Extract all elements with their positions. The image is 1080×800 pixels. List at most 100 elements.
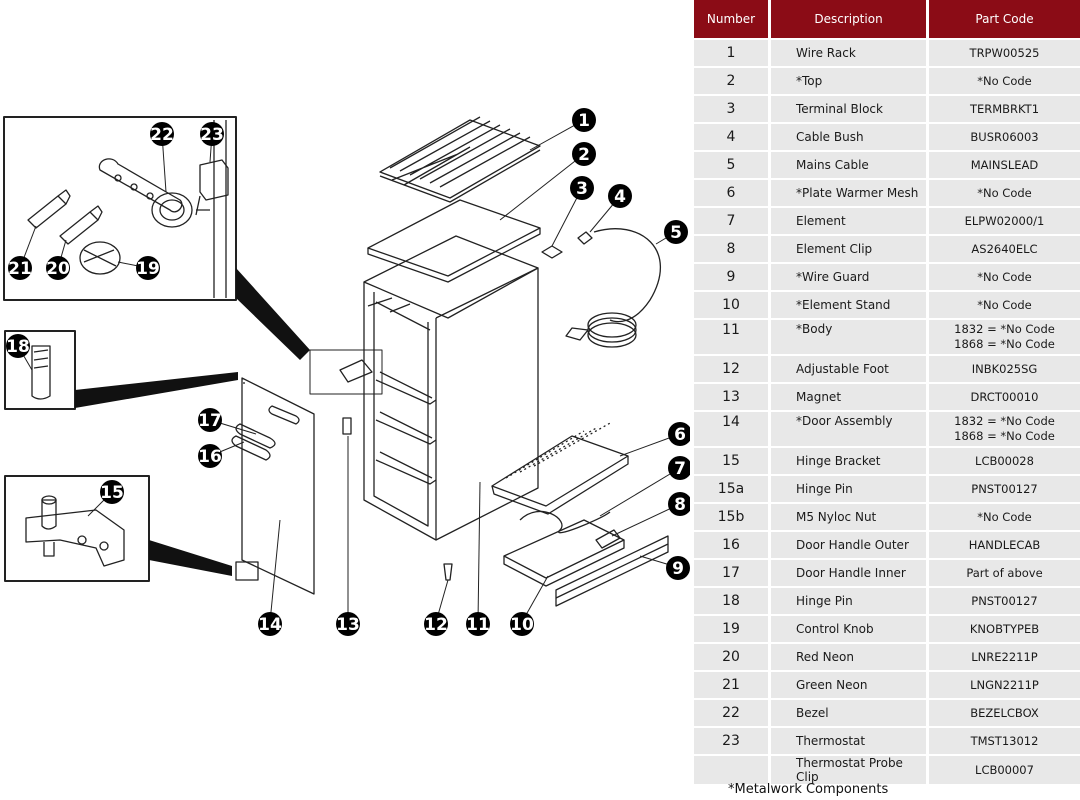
part-number: 15: [694, 448, 771, 474]
inset-hinge-bracket: [4, 475, 150, 582]
part-code-line: TERMBRKT1: [969, 101, 1040, 116]
part-code: LNGN2211P: [929, 672, 1080, 698]
part-code-line: 1832 = *No Code: [954, 414, 1055, 428]
part-number: 10: [694, 292, 771, 318]
callout-12: 12: [424, 612, 448, 636]
part-number: 2: [694, 68, 771, 94]
part-number: 15b: [694, 504, 771, 530]
part-code: PNST00127: [929, 476, 1080, 502]
part-code-line: 1868 = *No Code: [954, 337, 1055, 351]
part-description: Cable Bush: [771, 124, 929, 150]
callout-18: 18: [6, 334, 30, 358]
part-description: Hinge Bracket: [771, 448, 929, 474]
part-description: *Door Assembly: [771, 412, 929, 446]
part-code-line: LNRE2211P: [971, 649, 1038, 664]
part-code: *No Code: [929, 292, 1080, 318]
callout-4: 4: [608, 184, 632, 208]
element-stand: [503, 519, 625, 587]
part-description: *Element Stand: [771, 292, 929, 318]
part-number: 9: [694, 264, 771, 290]
part-description: Adjustable Foot: [771, 356, 929, 382]
hinge-bracket-icon: [25, 509, 125, 567]
callout-7: 7: [668, 456, 690, 480]
svg-text:5: 5: [670, 223, 682, 243]
part-number: 14: [694, 412, 771, 446]
header-description: Description: [771, 0, 929, 38]
part-code-line: Part of above: [966, 565, 1043, 580]
table-row: 9*Wire Guard*No Code: [694, 264, 1080, 290]
inset-control-panel: [3, 116, 237, 301]
part-number: 16: [694, 532, 771, 558]
control-panel: [339, 359, 373, 383]
header-part-code: Part Code: [929, 0, 1080, 38]
part-number: 15a: [694, 476, 771, 502]
part-code-line: *No Code: [977, 185, 1032, 200]
svg-text:4: 4: [614, 187, 626, 207]
mains-cable: [565, 228, 662, 348]
part-code-line: INBK025SG: [971, 361, 1038, 376]
callout-23: 23: [200, 122, 224, 146]
part-code: BUSR06003: [929, 124, 1080, 150]
part-code: *No Code: [929, 68, 1080, 94]
door-assembly: [235, 377, 315, 595]
part-number: 7: [694, 208, 771, 234]
part-description: Hinge Pin: [771, 588, 929, 614]
part-number: [694, 756, 771, 784]
callout-19: 19: [136, 256, 160, 280]
part-description: Control Knob: [771, 616, 929, 642]
part-description: Element Clip: [771, 236, 929, 262]
svg-text:13: 13: [336, 615, 360, 635]
part-number: 3: [694, 96, 771, 122]
part-code: BEZELCBOX: [929, 700, 1080, 726]
part-code-line: *No Code: [977, 297, 1032, 312]
part-number: 17: [694, 560, 771, 586]
part-code-line: BUSR06003: [970, 129, 1039, 144]
heating-element: [519, 510, 611, 534]
table-header-row: Number Description Part Code: [694, 0, 1080, 38]
part-code-line: HANDLECAB: [968, 537, 1041, 552]
callout-6: 6: [668, 422, 690, 446]
svg-text:19: 19: [136, 259, 160, 279]
part-code-line: PNST00127: [971, 481, 1038, 496]
svg-text:20: 20: [46, 259, 70, 279]
svg-text:2: 2: [578, 145, 590, 165]
thermostat-icon: [199, 159, 229, 201]
part-description: *Top: [771, 68, 929, 94]
diagram-svg: 1 2 3 4 5 6 7 8 9 10 11 12 13 14 15 16 1…: [3, 108, 690, 636]
svg-text:8: 8: [674, 495, 686, 515]
part-code: *No Code: [929, 264, 1080, 290]
part-code-line: *No Code: [977, 509, 1032, 524]
callout-21: 21: [8, 256, 32, 280]
bezel-icon: [151, 192, 193, 228]
part-code-line: 1868 = *No Code: [954, 429, 1055, 443]
part-code-line: 1832 = *No Code: [954, 322, 1055, 336]
part-code: LCB00028: [929, 448, 1080, 474]
part-code: TMST13012: [929, 728, 1080, 754]
svg-text:15: 15: [100, 483, 124, 503]
part-number: 6: [694, 180, 771, 206]
part-code-line: TMST13012: [970, 733, 1039, 748]
part-code: TERMBRKT1: [929, 96, 1080, 122]
table-row: 10*Element Stand *No Code: [694, 292, 1080, 318]
svg-text:7: 7: [674, 459, 686, 479]
hinge-pin-icon: [31, 345, 51, 400]
part-code: *No Code: [929, 180, 1080, 206]
callout-14: 14: [258, 612, 282, 636]
part-code-line: *No Code: [977, 73, 1032, 88]
callout-13: 13: [336, 612, 360, 636]
part-code-line: BEZELCBOX: [970, 705, 1039, 720]
part-description: Mains Cable: [771, 152, 929, 178]
part-code: MAINSLEAD: [929, 152, 1080, 178]
callout-22: 22: [150, 122, 174, 146]
part-code: KNOBTYPEB: [929, 616, 1080, 642]
part-code: AS2640ELC: [929, 236, 1080, 262]
